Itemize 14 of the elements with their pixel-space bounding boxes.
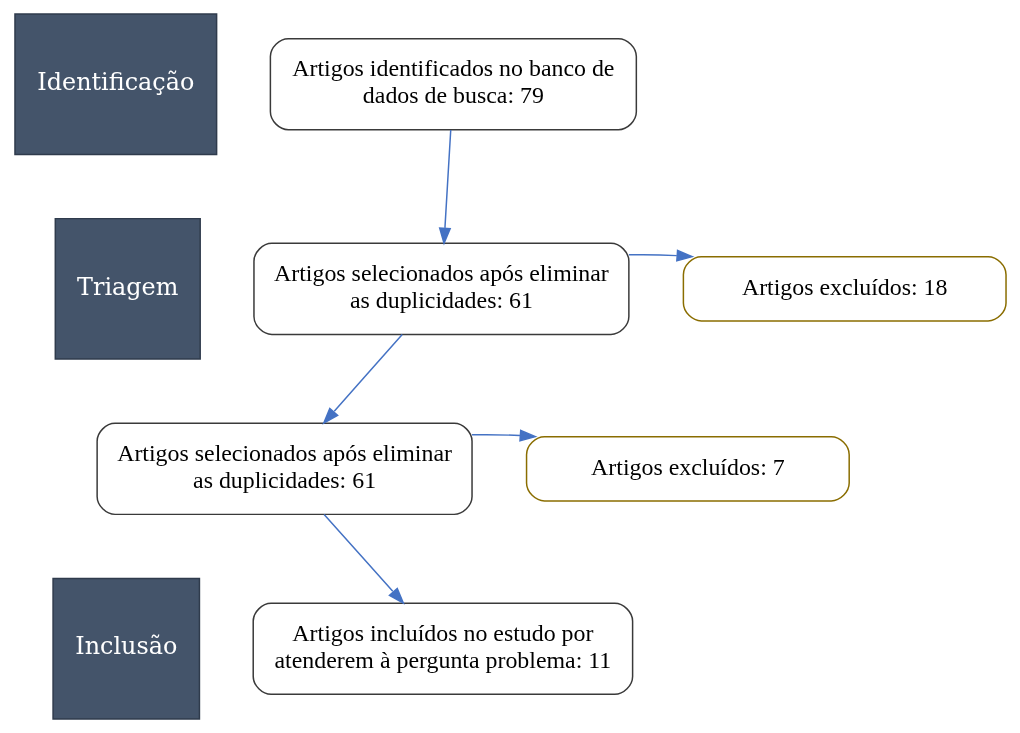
- arrow: [470, 429, 538, 442]
- arrow: [627, 249, 694, 262]
- node-box: Inclusão: [51, 577, 200, 720]
- arrow: [321, 333, 403, 425]
- arrow: [438, 129, 451, 246]
- node-box: Artigos excluídos: 18: [682, 255, 1007, 322]
- node-box: Triagem: [54, 217, 201, 360]
- arrow: [322, 513, 405, 605]
- node-box: Artigos selecionados após eliminar as duplicidades: 61: [95, 422, 473, 516]
- node-box: Artigos selecionados após eliminar as duplicidades: 61: [252, 242, 630, 336]
- node-box: Identificação: [13, 13, 217, 156]
- node-box: Artigos identificados no banco de dados de busca: 79: [269, 37, 637, 131]
- node-box: Artigos incluídos no estudo por atenderem à pergunta problema: 11: [251, 602, 633, 696]
- node-box: Artigos excluídos: 7: [525, 435, 850, 502]
